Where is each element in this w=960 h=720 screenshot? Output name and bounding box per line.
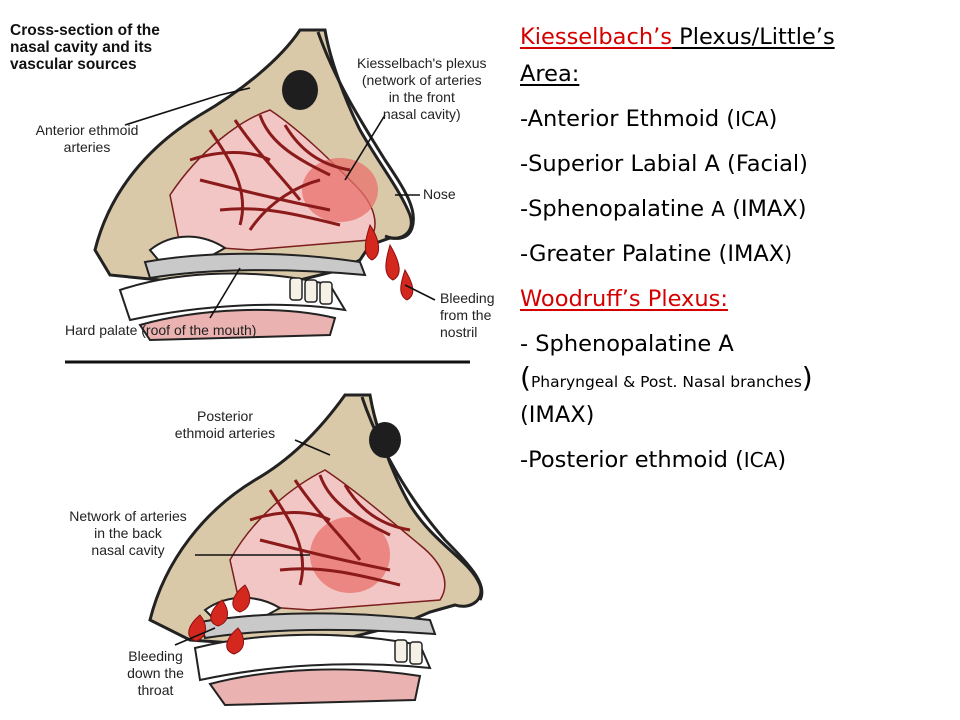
illustration-artwork [65,28,484,707]
label-line: ethmoid arteries [174,425,276,441]
label-hard-palate: Hard palate (roof of the mouth) [65,322,257,338]
label-line: Anterior ethmoid [35,122,139,138]
paren-close: ) [801,361,813,394]
blood-supply-notes: Kiesselbach’s Plexus/Little’s Area: -Ant… [520,22,956,490]
kiesselbach-heading-line2: Area: [520,59,956,90]
nasal-cavity-illustrations: Cross-section of the nasal cavity and it… [10,22,495,707]
item-superior-labial: -Superior Labial A (Facial) [520,151,808,177]
label-line: Posterior [196,408,254,424]
label-line: Bleeding [128,648,183,664]
label-line: throat [137,682,174,698]
label-network-back-nasal-cavity: Network of arteries in the back nasal ca… [58,508,198,559]
label-line: in the back [94,525,162,541]
label-line: nostril [440,324,478,340]
label-line: nasal cavity [91,542,165,558]
label-line: nasal cavity) [382,106,461,122]
item-branches-imax: (IMAX) [520,402,595,428]
item-sphenopalatine-posterior: - Sphenopalatine A [520,331,734,357]
item-text: ) [777,447,787,473]
kiesselbach-heading-rest: Plexus/Little’s [671,24,835,50]
title-line-3: vascular sources [10,56,137,73]
title-line-1: Cross-section of the [10,22,160,39]
title-line-2: nasal cavity and its [10,39,153,56]
label-line: arteries [63,139,111,155]
paren-open: ( [520,361,531,394]
label-line: in the front [388,89,455,105]
kiesselbach-heading-area: Area: [520,61,580,87]
item-text: ) [768,106,778,132]
item-text: -Greater Palatine (IMAX [520,241,785,267]
label-nose: Nose [423,186,456,202]
item-sphenopalatine: -Sphenopalatine A (IMAX) [520,194,956,225]
label-bleeding-from-nostril: Bleeding from the nostril [440,290,495,341]
label-line: Kiesselbach's plexus [357,55,487,71]
woodruff-heading-text: Woodruff’s Plexus: [520,286,728,312]
top-cross-section [93,28,436,342]
label-line: Bleeding [440,290,495,306]
label-line: from the [440,307,492,323]
item-text: ICA [743,448,778,472]
kiesselbach-heading-red: Kiesselbach’s [520,24,672,50]
label-line: Network of arteries [69,508,187,524]
item-text: (IMAX) [724,196,807,222]
label-anterior-ethmoid-arteries: Anterior ethmoid arteries [12,122,162,156]
item-text: -Posterior ethmoid ( [520,447,744,473]
woodruff-heading: Woodruff’s Plexus: [520,284,956,315]
item-text: -Anterior Ethmoid ( [520,106,736,132]
label-posterior-ethmoid-arteries: Posterior ethmoid arteries [160,408,290,442]
label-line: (network of arteries [361,72,482,88]
label-line: down the [127,665,184,681]
kiesselbach-heading: Kiesselbach’s Plexus/Little’s [520,22,956,53]
item-posterior-ethmoid: -Posterior ethmoid (ICA) [520,445,956,476]
label-bleeding-down-throat: Bleeding down the throat [118,648,193,699]
item-branches: (Pharyngeal & Post. Nasal branches) [520,360,956,400]
item-text: -Sphenopalatine [520,196,712,222]
item-greater-palatine: -Greater Palatine (IMAX) [520,239,956,270]
item-text: A [711,197,725,221]
label-kiesselbachs-plexus: Kiesselbach's plexus (network of arterie… [357,55,487,123]
item-text: ICA [735,107,769,131]
item-text: ) [784,242,792,266]
item-anterior-ethmoid: -Anterior Ethmoid (ICA) [520,104,956,135]
item-branches-text: Pharyngeal & Post. Nasal branches [530,373,802,391]
bottom-cross-section [148,393,484,707]
top-figure-title: Cross-section of the nasal cavity and it… [10,22,160,73]
